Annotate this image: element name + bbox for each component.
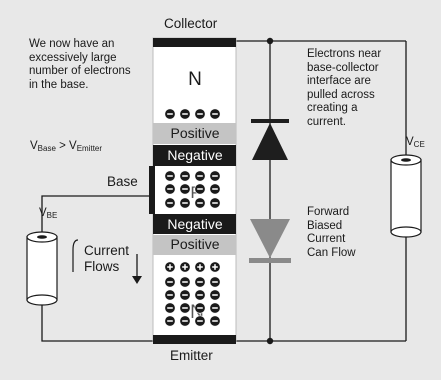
vbe-battery-terminal: [37, 235, 47, 239]
emitter-label: Emitter: [170, 348, 213, 363]
note-line: number of electrons: [29, 65, 131, 78]
note-line: Forward: [307, 206, 350, 218]
equation-v1-sub: Base: [37, 144, 56, 153]
vbe-label: VBE: [39, 207, 57, 221]
note-line: excessively large: [29, 51, 117, 64]
collector-contact: [153, 38, 236, 47]
junction-dot: [266, 37, 274, 45]
diode-lower-bar: [249, 258, 291, 263]
vce-battery: [390, 154, 422, 238]
vce-battery-terminal: [401, 158, 411, 162]
vbe-main: V: [39, 207, 47, 219]
base-wire: [41, 195, 150, 232]
positive-band-top-label: Positive: [170, 125, 220, 141]
vbe-battery: [26, 231, 58, 306]
diode-lower-triangle: [250, 219, 290, 258]
equation-v2-sub: Emitter: [76, 144, 103, 153]
positive-band-top: [153, 123, 236, 144]
diode-upper-triangle: [252, 123, 288, 160]
emitter-contact: [153, 335, 236, 344]
right-bottom-note: Forward Biased Current Can Flow: [307, 206, 356, 260]
note-line: base-collector: [307, 61, 379, 74]
equation-v2: V: [69, 140, 77, 152]
note-line: current.: [307, 115, 346, 128]
base-contact: [149, 166, 155, 214]
equation-v1: V: [30, 140, 38, 152]
vce-battery-body: [390, 159, 422, 233]
note-line: We now have an: [29, 38, 115, 50]
junction-dot: [266, 337, 274, 345]
note-line: Biased: [307, 219, 343, 232]
note-line: creating a: [307, 102, 358, 115]
note-line: Electrons near: [307, 48, 382, 60]
negative-band-bottom: [153, 214, 236, 234]
negative-band-top-label: Negative: [167, 147, 223, 163]
vce-label: VCE: [406, 136, 425, 150]
positive-band-bottom: [153, 235, 236, 255]
note-line: pulled across: [307, 88, 375, 101]
positive-band-bottom-label: Positive: [170, 236, 220, 252]
negative-band-bottom-label: Negative: [167, 216, 223, 232]
vbe-wire-bottom: [41, 300, 153, 342]
diode-upper-bar: [251, 119, 289, 123]
note-line: in the base.: [29, 78, 89, 91]
vbe-battery-body: [26, 236, 58, 301]
negative-band-top: [153, 145, 236, 166]
current-arrow-head: [132, 276, 142, 284]
right-top-note: Electrons near base-collector interface …: [307, 48, 381, 129]
note-line: interface are: [307, 75, 371, 88]
vce-sub: CE: [413, 140, 425, 149]
current-flows-note: Current Flows: [84, 243, 129, 275]
collector-label: Collector: [164, 16, 218, 31]
note-line: Current: [84, 243, 130, 258]
equation-operator: >: [55, 140, 70, 152]
current-arrow-line: [72, 239, 79, 272]
note-line: Can Flow: [307, 246, 356, 259]
voltage-equation: VBase > VEmitter: [30, 140, 102, 154]
top-left-note: We now have an excessively large number …: [29, 38, 131, 92]
vbe-battery-bottom: [26, 294, 58, 306]
vce-battery-bottom: [390, 226, 422, 238]
base-label: Base: [107, 174, 138, 189]
vbe-sub: BE: [46, 211, 58, 220]
note-line: Flows: [84, 258, 120, 274]
note-line: Current: [307, 233, 346, 246]
n-top-label: N: [188, 69, 202, 90]
vce-main: V: [406, 136, 414, 148]
